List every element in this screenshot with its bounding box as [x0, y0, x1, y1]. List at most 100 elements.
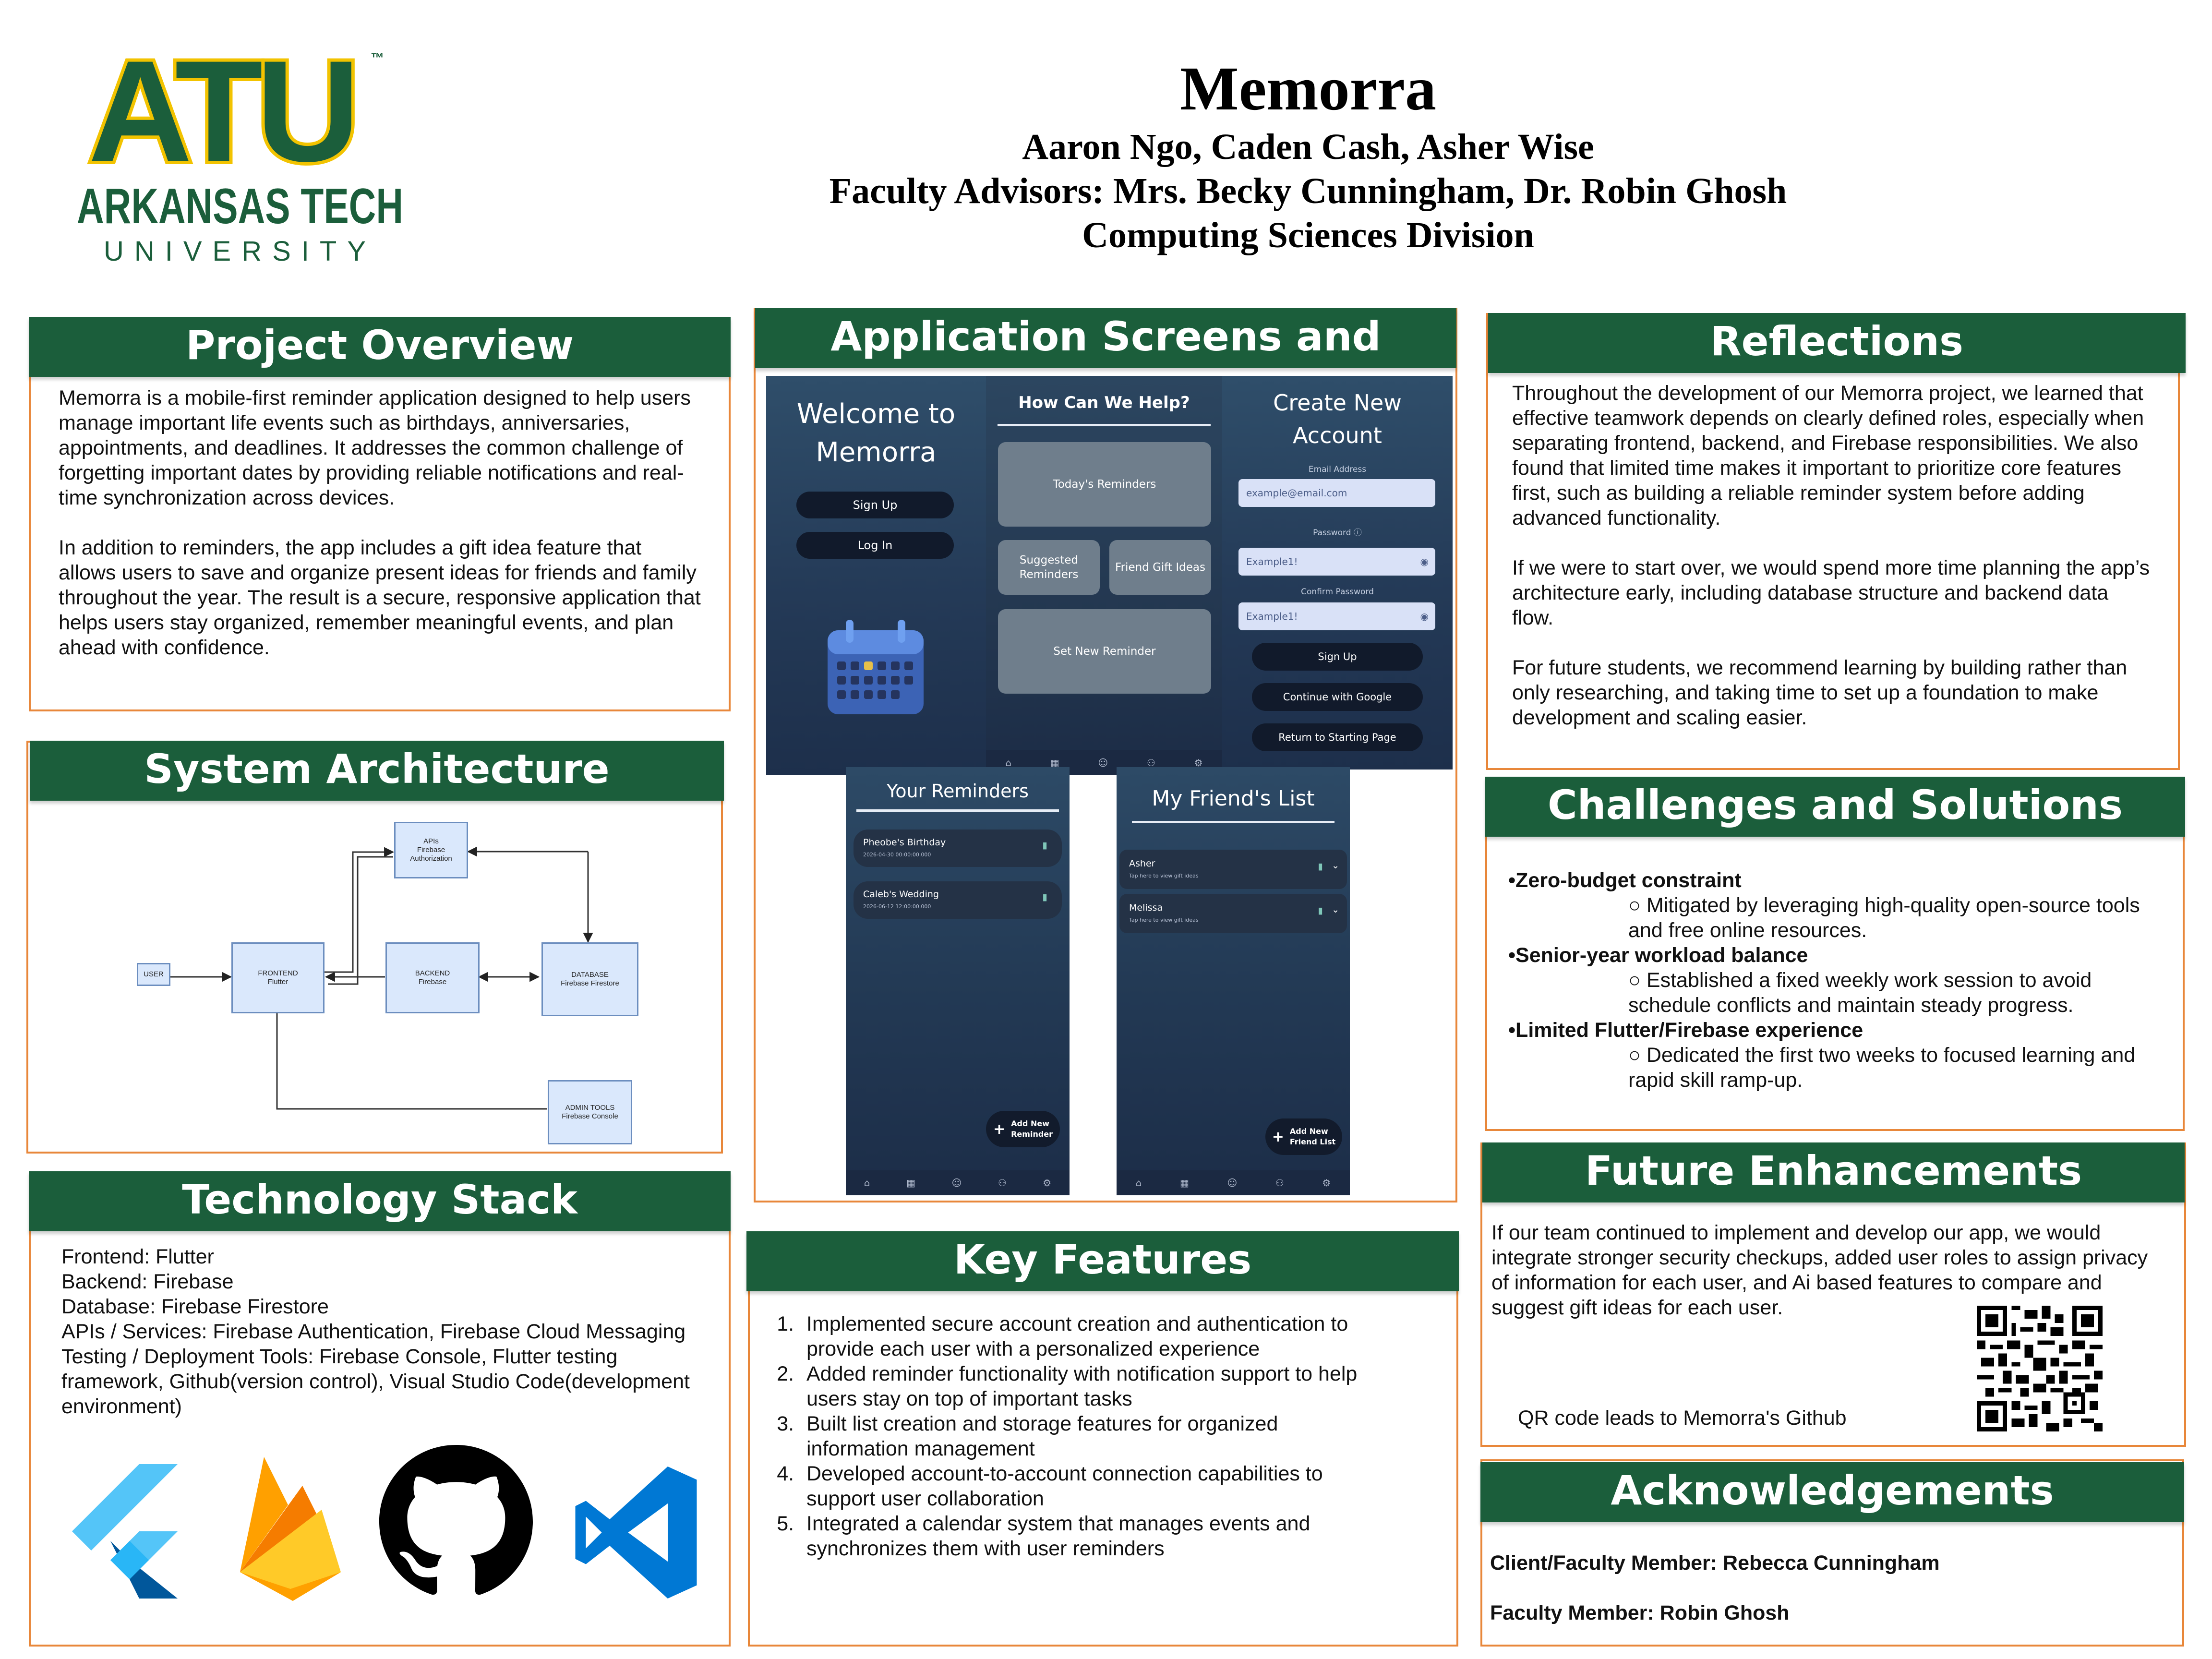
feature-item: Integrated a calendar system that manage… — [800, 1511, 1363, 1561]
node-label: FRONTEND — [258, 969, 298, 977]
reflection-paragraph: For future students, we recommend learni… — [1512, 656, 2128, 729]
trash-icon[interactable]: ▮ — [1042, 840, 1047, 851]
calendar-nav-icon[interactable]: ▦ — [1050, 757, 1059, 769]
qr-code[interactable] — [1977, 1306, 2103, 1431]
reflections-panel — [1486, 313, 2180, 770]
email-field[interactable]: example@email.com — [1238, 479, 1435, 507]
help-screen: How Can We Help? Today's Reminders Sugge… — [986, 376, 1222, 775]
person-icon[interactable]: ☺ — [1098, 757, 1108, 769]
set-new-reminder-button[interactable]: Set New Reminder — [998, 609, 1211, 694]
challenge-title: •Zero-budget constraint — [1508, 869, 1742, 892]
todays-reminders-button[interactable]: Today's Reminders — [998, 442, 1211, 527]
gear-icon[interactable]: ⚙ — [1194, 757, 1203, 769]
future-text: If our team continued to implement and d… — [1491, 1221, 2148, 1319]
create-title: Create New Account — [1222, 386, 1453, 452]
trash-icon[interactable]: ▮ — [1042, 892, 1047, 902]
trash-icon[interactable]: ▮ — [1318, 861, 1323, 872]
eye-icon[interactable]: ◉ — [1420, 556, 1429, 567]
reminder-item[interactable]: Pheobe's Birthday 2026-04-30 00:00:00.00… — [854, 830, 1062, 867]
create-title-line: Create New — [1273, 390, 1402, 416]
friends-list-screen: My Friend's List Asher Tap here to view … — [1117, 767, 1350, 1195]
home-icon[interactable]: ⌂ — [864, 1177, 870, 1189]
challenge-title: •Senior-year workload balance — [1508, 944, 1808, 967]
ack-heading: Acknowledgements — [1480, 1462, 2184, 1522]
reminder-date: 2026-04-30 00:00:00.000 — [863, 852, 931, 858]
overview-panel — [29, 317, 731, 711]
eye-icon[interactable]: ◉ — [1420, 611, 1429, 622]
flutter-logo — [67, 1459, 182, 1603]
password-label: Password ⓘ — [1222, 526, 1453, 538]
reminder-name: Pheobe's Birthday — [863, 837, 946, 848]
confirm-password-field[interactable]: Example1!◉ — [1238, 602, 1435, 630]
features-list: Implemented secure account creation and … — [768, 1311, 1363, 1561]
chevron-down-icon[interactable]: ⌄ — [1332, 904, 1339, 915]
user-node: USER — [137, 963, 170, 986]
poster-title-block: Memorra Aaron Ngo, Caden Cash, Asher Wis… — [648, 53, 1968, 257]
feature-item: Developed account-to-account connection … — [800, 1461, 1363, 1511]
person-icon[interactable]: ☺ — [951, 1177, 962, 1189]
feature-item: Implemented secure account creation and … — [800, 1311, 1363, 1361]
ack-text: Client/Faculty Member: Rebecca Cunningha… — [1490, 1551, 2162, 1625]
node-label: Firebase — [418, 978, 447, 986]
gear-icon[interactable]: ⚙ — [1043, 1177, 1052, 1189]
github-logo — [379, 1445, 533, 1599]
group-icon[interactable]: ⚇ — [1146, 757, 1155, 769]
atu-logo: ATU ™ ARKANSAS TECH UNIVERSITY — [72, 27, 408, 269]
node-label: ADMIN TOOLS — [565, 1104, 615, 1112]
welcome-title-line: Welcome to — [796, 398, 956, 430]
challenge-solution: ○ Mitigated by leveraging high-quality o… — [1628, 894, 2140, 942]
node-label: BACKEND — [415, 969, 450, 977]
home-icon[interactable]: ⌂ — [1005, 757, 1012, 769]
future-heading: Future Enhancements — [1482, 1142, 2185, 1202]
log-in-button[interactable]: Log In — [796, 532, 954, 559]
svg-text:™: ™ — [371, 50, 384, 65]
calendar-icon — [828, 620, 924, 714]
tech-panel — [29, 1171, 731, 1647]
calendar-nav-icon[interactable]: ▦ — [906, 1177, 915, 1189]
friend-item[interactable]: Melissa Tap here to view gift ideas ▮ ⌄ — [1119, 894, 1347, 933]
ack-client: Client/Faculty Member: Rebecca Cunningha… — [1490, 1551, 1940, 1575]
reflections-heading: Reflections — [1488, 313, 2186, 373]
return-to-start-button[interactable]: Return to Starting Page — [1252, 723, 1423, 751]
trash-icon[interactable]: ▮ — [1318, 905, 1323, 916]
fab-label: Friend List — [1289, 1137, 1336, 1146]
friend-gift-ideas-button[interactable]: Friend Gift Ideas — [1109, 540, 1211, 595]
chevron-down-icon[interactable]: ⌄ — [1332, 860, 1339, 871]
group-icon[interactable]: ⚇ — [1275, 1177, 1284, 1189]
gear-icon[interactable]: ⚙ — [1322, 1177, 1331, 1189]
friend-sub: Tap here to view gift ideas — [1129, 917, 1199, 923]
tech-list: Frontend: Flutter Backend: Firebase Data… — [61, 1244, 705, 1419]
calendar-nav-icon[interactable]: ▦ — [1180, 1177, 1189, 1189]
screens-heading: Application Screens and Workflow — [755, 308, 1456, 417]
friend-item[interactable]: Asher Tap here to view gift ideas ▮ ⌄ — [1119, 850, 1347, 889]
node-label: Firebase Console — [562, 1112, 618, 1120]
group-icon[interactable]: ⚇ — [998, 1177, 1007, 1189]
sign-up-button[interactable]: Sign Up — [796, 492, 954, 518]
reminder-item[interactable]: Caleb's Wedding 2026-06-12 12:00:00.000 … — [854, 881, 1062, 919]
fab-label: Add New — [1289, 1127, 1328, 1136]
email-label: Email Address — [1308, 465, 1367, 474]
qr-caption: QR code leads to Memorra's Github — [1518, 1407, 1847, 1430]
password-label-text: Password — [1313, 528, 1351, 538]
person-icon[interactable]: ☺ — [1227, 1177, 1238, 1189]
home-icon[interactable]: ⌂ — [1135, 1177, 1142, 1189]
tech-line: Frontend: Flutter — [61, 1245, 214, 1268]
overview-paragraph: Memorra is a mobile-first reminder appli… — [59, 386, 691, 509]
tech-line: Backend: Firebase — [61, 1270, 234, 1293]
challenge-solution: ○ Dedicated the first two weeks to focus… — [1628, 1044, 2136, 1092]
continue-with-google-button[interactable]: Continue with Google — [1252, 683, 1423, 711]
node-label: DATABASE — [571, 971, 609, 979]
create-sign-up-button[interactable]: Sign Up — [1252, 643, 1423, 671]
ack-faculty: Faculty Member: Robin Ghosh — [1490, 1601, 1790, 1624]
overview-text: Memorra is a mobile-first reminder appli… — [59, 385, 702, 660]
tile-label: Reminders — [1019, 568, 1079, 581]
architecture-heading: System Architecture — [30, 741, 724, 801]
password-field[interactable]: Example1!◉ — [1238, 548, 1435, 576]
create-account-screen: Create New Account Email Address example… — [1222, 376, 1453, 769]
